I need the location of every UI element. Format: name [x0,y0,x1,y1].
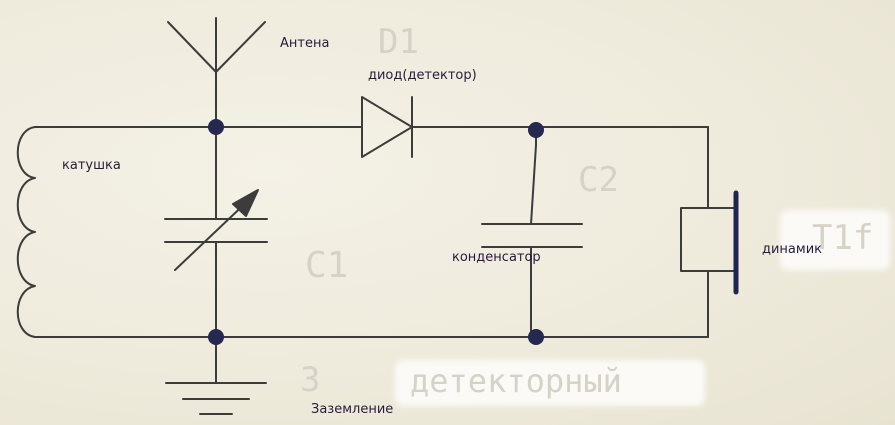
capacitor-symbol [481,126,583,338]
ground-label: Заземление [311,402,394,417]
coil-label: катушка [62,158,121,173]
faded-title-number: 3 [300,360,321,400]
capacitor-label: конденсатор [452,250,541,265]
coil-symbol [16,126,36,338]
faded-label-d1: D1 [378,22,419,62]
erased-area-t1 [780,210,890,270]
faded-label-c1: C1 [305,245,349,286]
faded-label-t1: T1f [812,218,874,258]
faded-label-c2: C2 [578,160,619,200]
junction-node [528,122,544,138]
junction-node [208,329,224,345]
speaker-label: динамик [762,242,823,257]
antenna-symbol [167,17,266,128]
diode-symbol [361,96,413,158]
junction-node [528,329,544,345]
variable-capacitor-symbol [164,126,268,338]
antenna-label: Антена [280,36,330,51]
junction-node [208,119,224,135]
ground-symbol [165,336,267,415]
faded-title-word: детекторный [410,362,622,400]
diode-label: диод(детектор) [368,68,477,83]
speaker-symbol [680,126,739,338]
erased-area-title [395,360,705,406]
